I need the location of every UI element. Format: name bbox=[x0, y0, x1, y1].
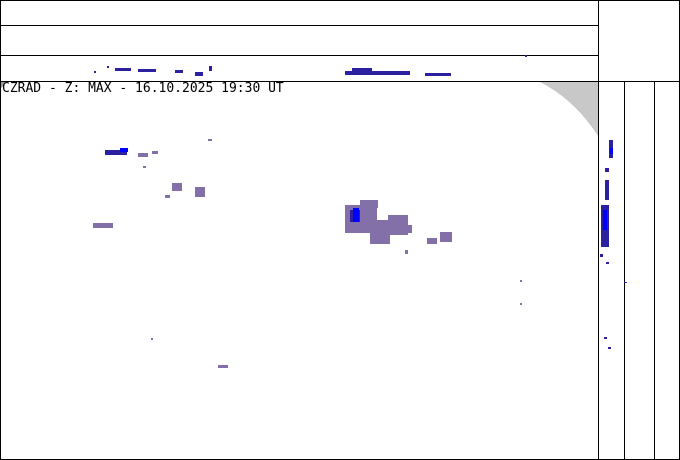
map-top-border bbox=[0, 81, 680, 82]
top-projection-echoes bbox=[94, 55, 527, 76]
side-projection-echoes bbox=[600, 140, 627, 349]
side-panel-divider bbox=[654, 81, 655, 460]
out-of-range-area bbox=[540, 82, 598, 136]
side-panel-border bbox=[598, 0, 599, 460]
top-panel-divider bbox=[0, 25, 598, 26]
map-echoes-medium bbox=[105, 150, 360, 222]
map-echoes-weak bbox=[93, 139, 522, 368]
map-echoes-strong bbox=[120, 148, 359, 222]
side-panel-divider bbox=[624, 81, 625, 460]
top-panel-divider bbox=[0, 55, 598, 56]
side-projection-strong bbox=[603, 148, 613, 230]
corner-marker bbox=[1, 82, 7, 88]
radar-product-title: CZRAD - Z: MAX - 16.10.2025 19:30 UT bbox=[2, 81, 284, 96]
